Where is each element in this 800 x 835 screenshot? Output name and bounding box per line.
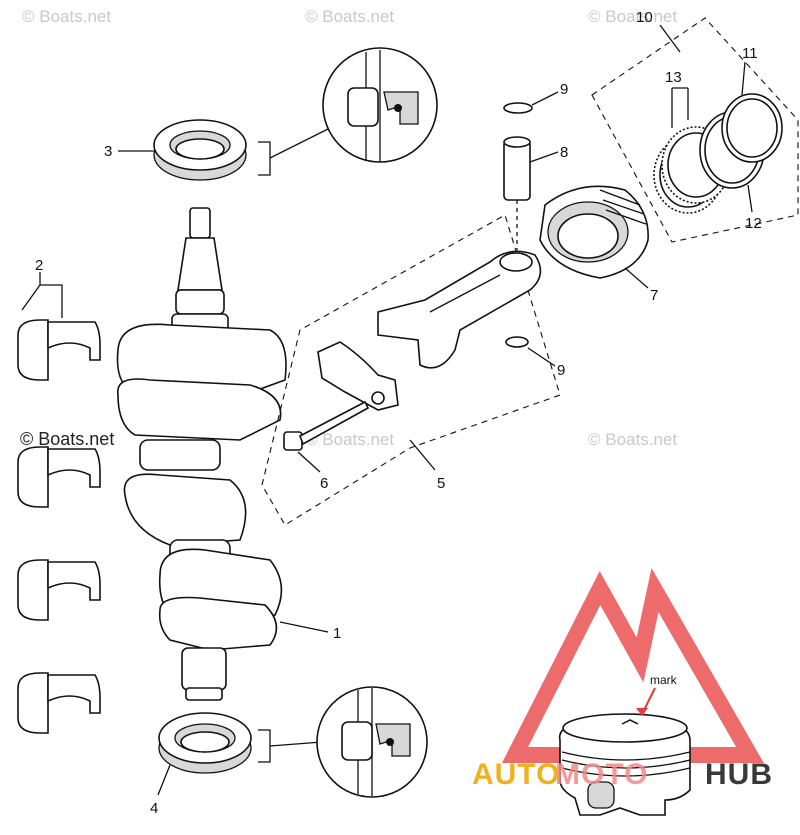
automotohub-logo-triangle (501, 567, 764, 763)
watermark-mid-left: © Boats.net (20, 429, 114, 449)
callout-13: 13 (665, 69, 682, 86)
piston-inset (558, 713, 691, 816)
leader-seal-top-detail (269, 127, 331, 159)
callout-3: 3 (104, 143, 112, 160)
callout-4: 4 (150, 800, 158, 817)
callout-9-bottom: 9 (557, 362, 565, 379)
rod-bolt (283, 400, 370, 451)
leader-4 (157, 764, 171, 796)
piston-ring-top (721, 93, 783, 163)
callout-11: 11 (742, 45, 758, 62)
callout-6: 6 (320, 475, 328, 492)
piston-pin (503, 136, 531, 201)
leader-11 (741, 61, 746, 96)
callout-8: 8 (560, 144, 568, 161)
callout-12: 12 (745, 215, 762, 232)
main-bearing-2 (17, 446, 101, 508)
piston (539, 185, 649, 279)
leader-1 (279, 621, 329, 633)
con-rod-kit-box (261, 214, 561, 526)
piston-ring-kit-box (591, 17, 799, 243)
watermark-top-right: © Boats.net (588, 7, 677, 26)
leader-2 (21, 272, 63, 318)
watermark-mid-right: © Boats.net (588, 430, 677, 449)
main-bearing-3 (17, 559, 101, 621)
leader-6 (297, 451, 321, 473)
leader-9-bottom (527, 347, 556, 367)
connecting-rod (377, 250, 542, 369)
callout-2: 2 (35, 257, 43, 274)
leader-9-top (531, 91, 559, 106)
logo-text-hub: HUB (705, 758, 773, 791)
seal-detail-circle-bottom (316, 686, 428, 798)
oil-seal-bottom (158, 712, 252, 774)
callout-10: 10 (636, 9, 653, 26)
seal-detail-circle-top (322, 47, 438, 163)
callout-7: 7 (650, 287, 658, 304)
crankshaft (116, 207, 287, 701)
callout-5: 5 (437, 475, 445, 492)
leader-7 (624, 267, 649, 289)
leader-5 (409, 439, 436, 471)
watermark-mid-center: © Boats.net (305, 430, 394, 449)
bracket-seal-top (258, 141, 271, 176)
piston-pin-clip-bottom (505, 336, 529, 348)
rod-cap (317, 341, 399, 411)
callout-9-top: 9 (560, 81, 568, 98)
leader-10 (659, 24, 681, 53)
piston-mark-arrow-head (636, 708, 648, 716)
leader-13 (671, 87, 689, 128)
leader-12 (747, 184, 753, 213)
piston-mark-label: mark (650, 673, 678, 687)
logo-text-auto: AUTO (472, 758, 560, 791)
main-bearing-1 (17, 319, 101, 381)
callout-1: 1 (333, 625, 341, 642)
piston-pin-clip-top (503, 102, 533, 114)
oil-seal-top (153, 119, 247, 181)
leader-8 (529, 151, 559, 163)
watermark-top-left: © Boats.net (22, 7, 111, 26)
bracket-seal-bottom (258, 729, 271, 763)
watermark-top-center: © Boats.net (305, 7, 394, 26)
main-bearing-4 (17, 672, 101, 734)
leader-seal-bottom-detail (269, 741, 323, 747)
logo-text-moto: MOTO (555, 758, 648, 791)
